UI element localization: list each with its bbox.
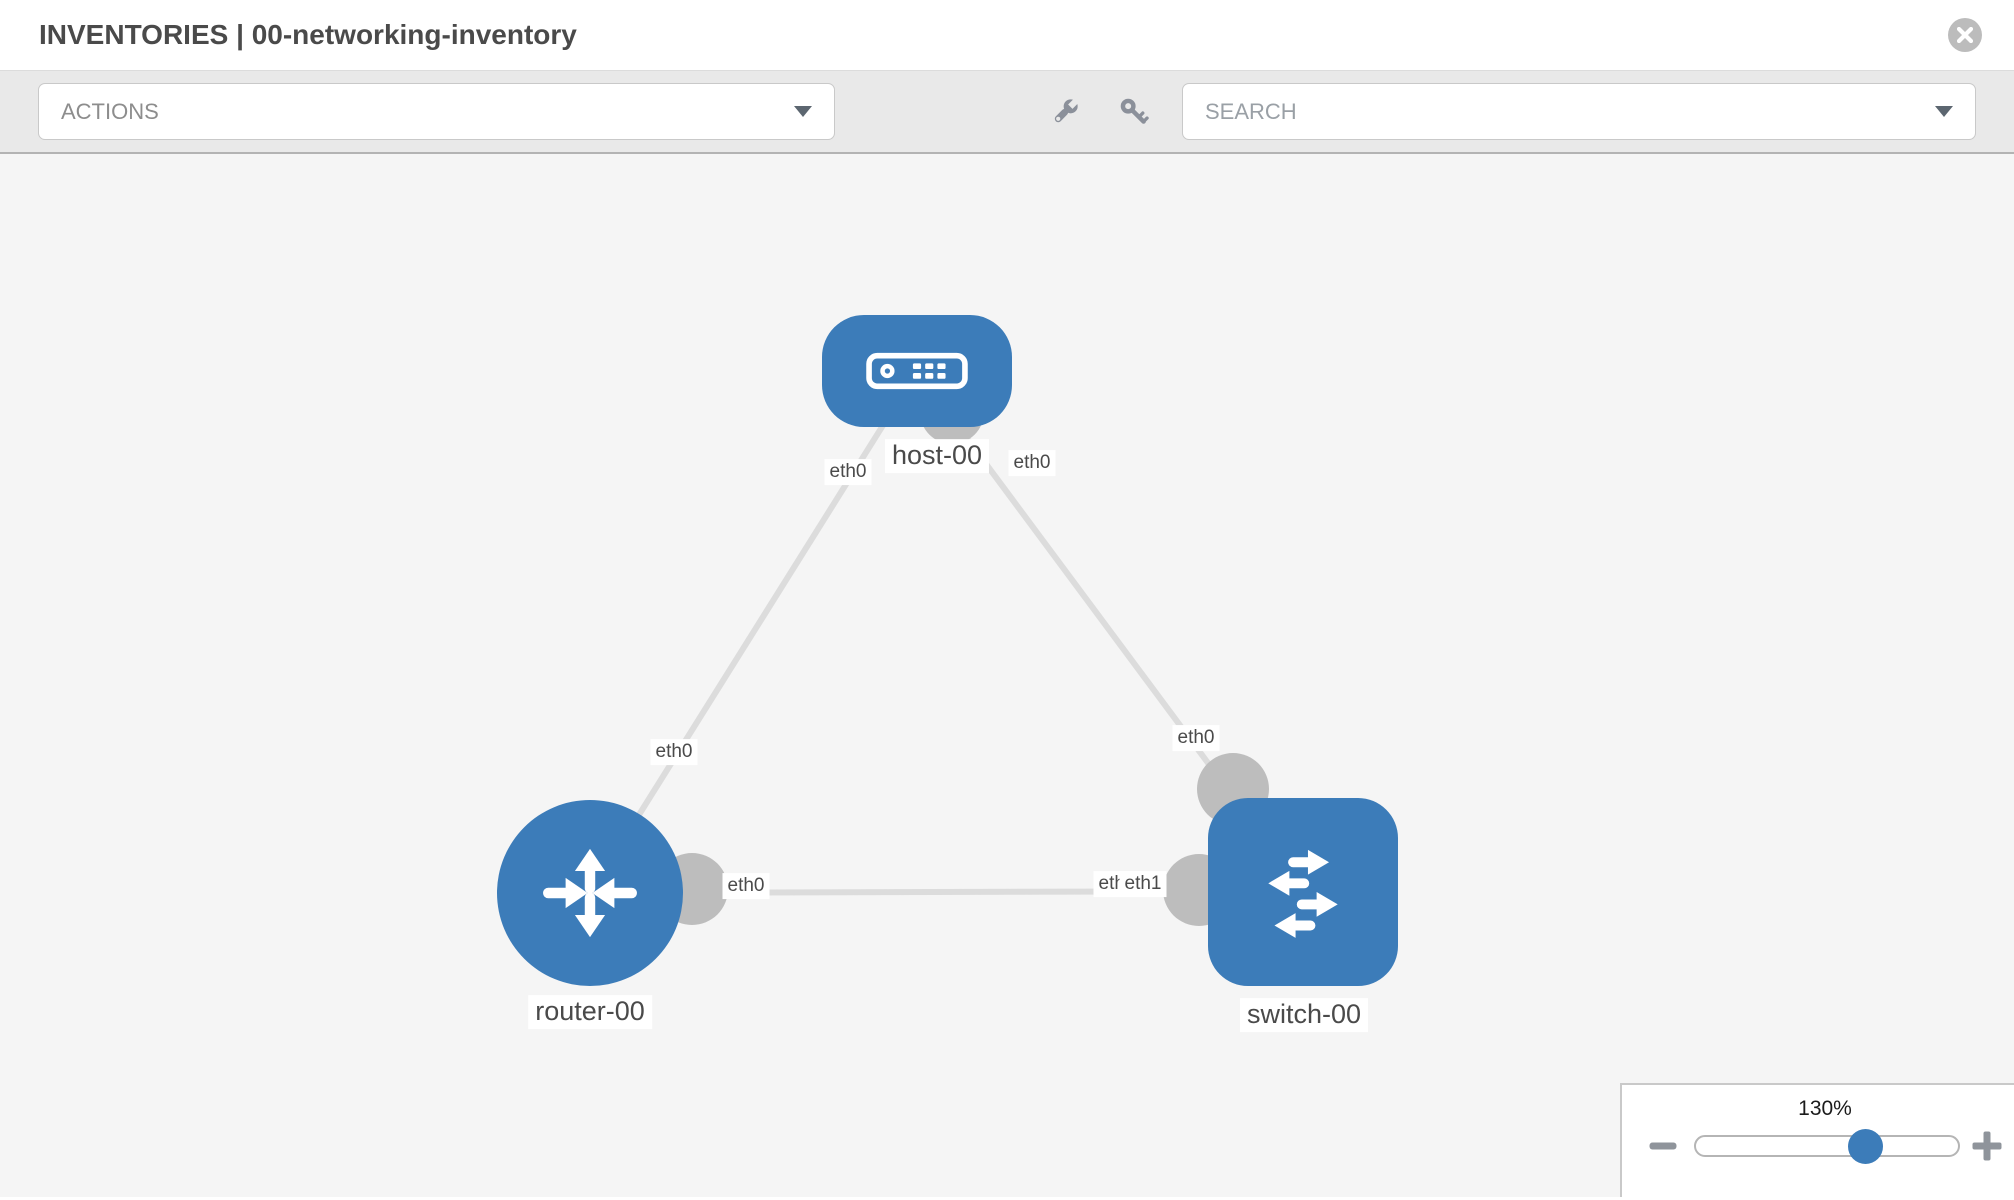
zoom-slider-track[interactable] bbox=[1694, 1135, 1960, 1157]
zoom-level-value: 130% bbox=[1798, 1097, 1852, 1120]
interface-label: eth0 bbox=[1008, 450, 1056, 476]
key-icon[interactable] bbox=[1118, 96, 1149, 127]
page-header: INVENTORIES | 00-networking-inventory bbox=[0, 0, 2014, 70]
search-dropdown[interactable]: SEARCH bbox=[1182, 83, 1976, 140]
zoom-in-button[interactable] bbox=[1972, 1131, 2002, 1161]
node-switch-00[interactable] bbox=[1208, 798, 1398, 986]
node-label-host: host-00 bbox=[884, 439, 990, 473]
toolbar-tools bbox=[1049, 96, 1149, 128]
node-router-00[interactable] bbox=[497, 800, 683, 986]
node-host-00[interactable] bbox=[822, 315, 1012, 427]
zoom-out-button[interactable] bbox=[1649, 1142, 1677, 1150]
zoom-slider-thumb[interactable] bbox=[1848, 1129, 1883, 1164]
close-icon bbox=[1957, 27, 1973, 43]
search-placeholder: SEARCH bbox=[1205, 98, 1297, 124]
page-title: INVENTORIES | 00-networking-inventory bbox=[39, 19, 577, 50]
zoom-control-panel: 130% bbox=[1620, 1083, 2014, 1197]
topology-links-layer bbox=[587, 369, 1306, 926]
actions-dropdown-label: ACTIONS bbox=[61, 98, 159, 124]
link-host-router bbox=[587, 369, 920, 895]
chevron-down-icon bbox=[1935, 106, 1953, 117]
node-label-router: router-00 bbox=[528, 995, 652, 1029]
chevron-down-icon bbox=[794, 106, 812, 117]
interface-label: eth0 bbox=[824, 459, 872, 485]
interface-label: eth0 bbox=[1172, 725, 1220, 751]
actions-dropdown[interactable]: ACTIONS bbox=[38, 83, 835, 140]
interface-label: eth0 bbox=[722, 873, 770, 899]
close-button[interactable] bbox=[1948, 18, 1982, 52]
wrench-icon[interactable] bbox=[1049, 96, 1081, 128]
switch-icon bbox=[1268, 849, 1338, 938]
node-label-switch: switch-00 bbox=[1239, 998, 1369, 1032]
router-icon bbox=[543, 848, 637, 938]
toolbar: ACTIONS SEARCH bbox=[0, 70, 2014, 154]
interface-label: eth0 bbox=[650, 739, 698, 765]
interface-label: eth1 bbox=[1119, 871, 1167, 897]
topology-canvas[interactable]: host-00 router-00 switch-00 eth0 eth0 et… bbox=[0, 154, 2014, 1197]
host-icon bbox=[866, 352, 968, 390]
